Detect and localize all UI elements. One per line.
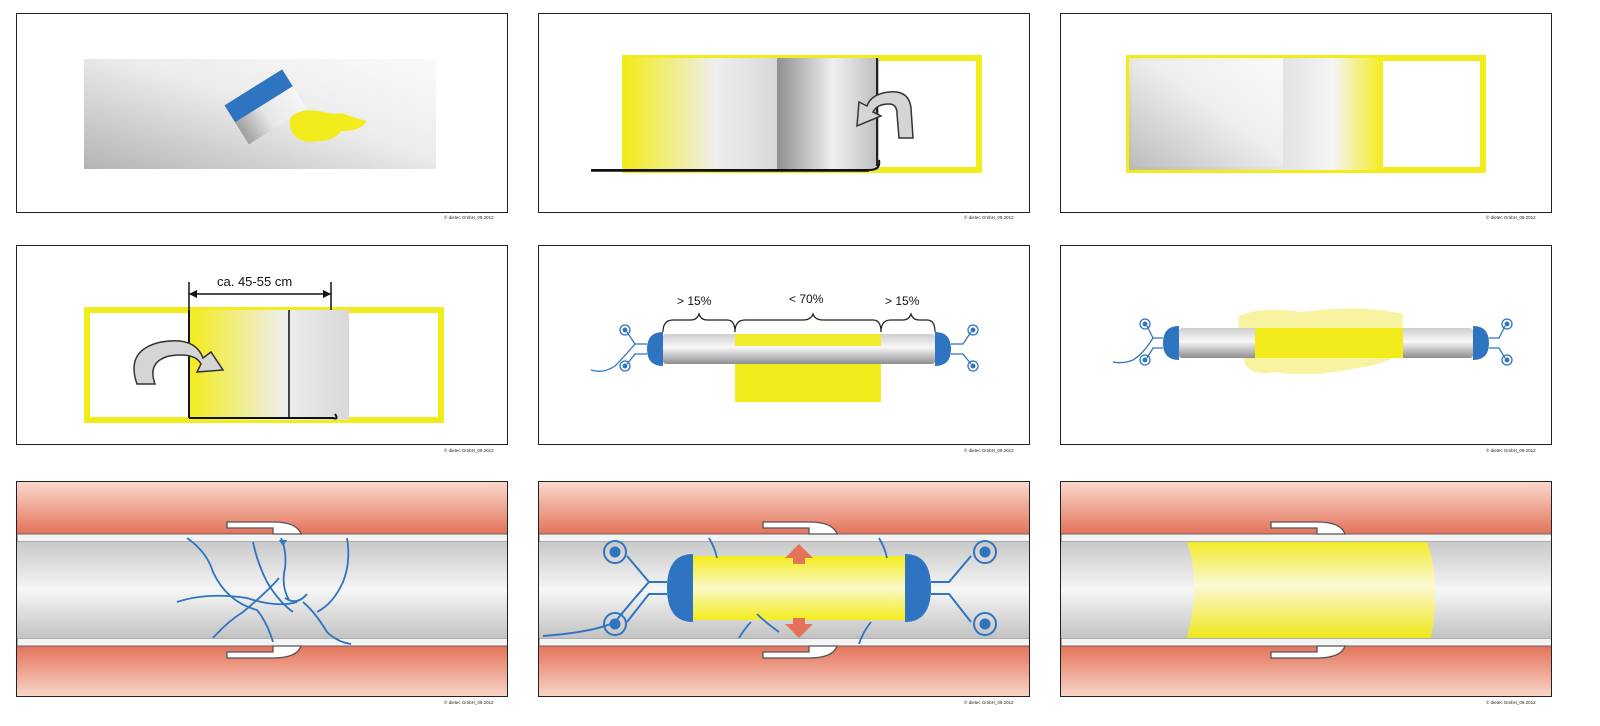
step-9-panel <box>1060 481 1552 697</box>
inflated-bladder <box>667 554 931 622</box>
inflatable-packer <box>647 332 951 366</box>
copyright-note: © dietec GmbH_09.2012 <box>444 700 494 705</box>
hose-connectors-left <box>1112 318 1163 366</box>
pressure-arrow-up-icon <box>785 544 813 564</box>
pipe-interior <box>17 542 507 638</box>
step-1-panel <box>16 13 508 213</box>
hose-connectors-right <box>931 540 997 636</box>
dimension-label: ca. 45-55 cm <box>217 274 293 289</box>
adhesive-blob <box>289 110 367 142</box>
step-6-panel <box>1060 245 1552 445</box>
copyright-note: © dietec GmbH_09.2012 <box>964 448 1014 453</box>
hose-connectors-right <box>951 324 979 372</box>
hose-connectors-left <box>542 540 667 637</box>
root-crack-lines <box>176 537 352 645</box>
step-6-illustration <box>1112 308 1513 375</box>
step-2-panel <box>538 13 1030 213</box>
center-percentage-label: < 70% <box>789 292 824 306</box>
step-4-illustration <box>84 282 444 423</box>
copyright-note: © dietec GmbH_09.2012 <box>964 215 1014 220</box>
right-percentage-label: > 15% <box>885 294 920 308</box>
pressure-arrow-down-icon <box>785 618 813 638</box>
hose-connectors-left <box>590 324 647 372</box>
fold-arrow-icon <box>133 340 225 385</box>
copyright-note: © dietec GmbH_09.2012 <box>444 448 494 453</box>
step-7-illustration <box>17 482 507 696</box>
copyright-note: © dietec GmbH_09.2012 <box>1486 448 1536 453</box>
step-4-panel: ca. 45-55 cm <box>16 245 508 445</box>
step-8-panel <box>538 481 1030 697</box>
scraper-icon <box>224 69 307 145</box>
copyright-note: © dietec GmbH_09.2012 <box>1486 700 1536 705</box>
step-3-illustration <box>1126 55 1486 173</box>
step-8-illustration <box>539 482 1029 696</box>
yellow-liner-sheet <box>735 364 881 402</box>
percentage-braces <box>662 312 936 333</box>
copyright-note: © dietec GmbH_09.2012 <box>1486 215 1536 220</box>
root-crack-lines <box>708 537 888 645</box>
copyright-note: © dietec GmbH_09.2012 <box>964 700 1014 705</box>
step-3-panel <box>1060 13 1552 213</box>
pipe-socket-joint <box>762 521 838 659</box>
left-percentage-label: > 15% <box>677 294 712 308</box>
sheet-right <box>1283 58 1383 170</box>
pipe-socket-joint <box>1270 521 1346 659</box>
step-7-panel <box>16 481 508 697</box>
step-1-illustration <box>84 59 436 169</box>
laminate-sheet <box>625 58 777 170</box>
fold-arrow-icon <box>856 91 914 139</box>
copyright-note: © dietec GmbH_09.2012 <box>444 215 494 220</box>
pipe-socket-joint <box>226 521 302 659</box>
step-2-illustration <box>591 55 982 173</box>
step-5-illustration <box>590 312 979 402</box>
installed-liner <box>1187 542 1436 638</box>
step-5-panel: > 15% < 70% > 15% <box>538 245 1030 445</box>
wrapped-packer <box>1163 326 1489 360</box>
hose-connectors-right <box>1489 318 1513 366</box>
step-9-illustration <box>1061 482 1551 696</box>
sheet-left <box>1129 58 1283 170</box>
